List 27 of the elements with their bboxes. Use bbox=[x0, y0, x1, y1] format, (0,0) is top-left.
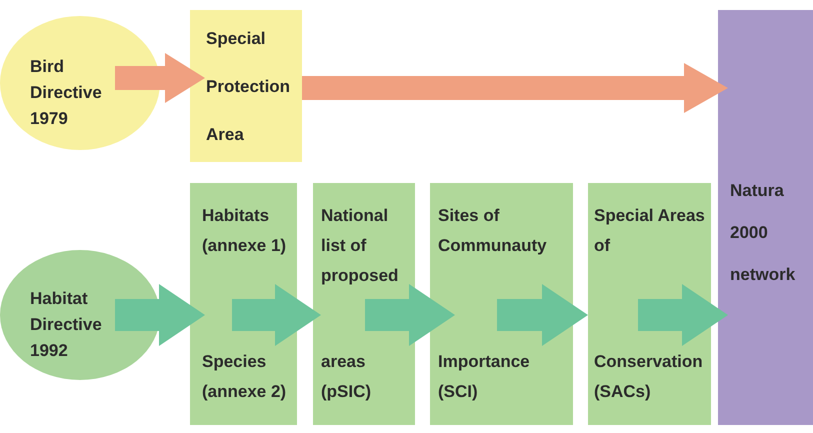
node-label: Special Areas of bbox=[594, 205, 706, 257]
node-label: Bird Directive 1979 bbox=[30, 56, 103, 130]
stage-box bbox=[313, 183, 415, 425]
node-label: Protection bbox=[206, 76, 292, 98]
stage-box bbox=[190, 10, 302, 162]
node-label: Importance (SCI) bbox=[438, 351, 531, 403]
node-label: National list of proposed bbox=[321, 205, 400, 287]
block-arrow bbox=[302, 63, 728, 113]
node-label: Conservation (SACs) bbox=[594, 351, 704, 403]
node-label: areas (pSIC) bbox=[321, 351, 372, 403]
stage-box bbox=[718, 10, 813, 425]
node-label: Habitats (annexe 1) bbox=[202, 205, 288, 257]
node-label: Species (annexe 2) bbox=[202, 351, 288, 403]
node-label: Area bbox=[206, 124, 245, 146]
block-arrow bbox=[497, 284, 588, 346]
node-label: Sites of Communauty bbox=[438, 205, 548, 257]
stage-box bbox=[430, 183, 573, 425]
node-label: Special bbox=[206, 28, 267, 50]
stage-box bbox=[588, 183, 711, 425]
block-arrow bbox=[115, 284, 205, 346]
node-label: Natura 2000 network bbox=[730, 180, 796, 286]
stage-box bbox=[190, 183, 297, 425]
block-arrow bbox=[115, 53, 205, 103]
block-arrow bbox=[232, 284, 321, 346]
block-arrow bbox=[638, 284, 728, 346]
node-label: Habitat Directive 1992 bbox=[30, 288, 103, 362]
block-arrow bbox=[365, 284, 455, 346]
